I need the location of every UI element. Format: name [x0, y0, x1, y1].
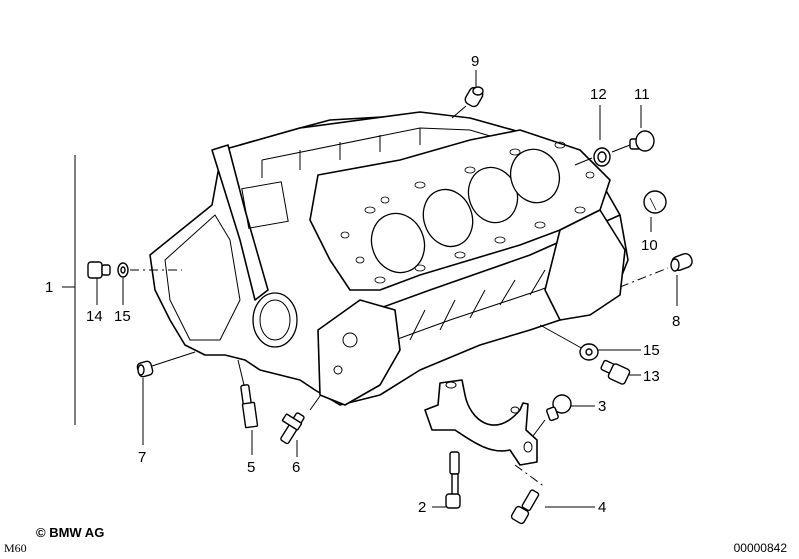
part-6-stud[interactable] — [280, 412, 305, 445]
leader-lines — [62, 70, 678, 508]
part-14-plug[interactable] — [87, 261, 111, 279]
callout-15-right[interactable]: 15 — [643, 342, 660, 359]
callout-labels: 1 2 3 4 5 6 7 8 9 10 11 12 13 14 15 15 — [45, 53, 680, 516]
part-5-stud[interactable] — [240, 384, 259, 429]
part-10-plug[interactable] — [643, 190, 667, 214]
part-15-washer[interactable] — [117, 262, 129, 278]
part-13-screw-plug[interactable] — [600, 359, 631, 385]
part-11-screw-plug[interactable] — [629, 130, 655, 152]
callout-3[interactable]: 3 — [598, 398, 606, 415]
engine-block[interactable] — [149, 111, 629, 406]
callout-13[interactable]: 13 — [643, 368, 660, 385]
callout-12[interactable]: 12 — [590, 86, 607, 103]
callout-15-left[interactable]: 15 — [114, 308, 131, 325]
callout-6[interactable]: 6 — [292, 459, 300, 476]
part-7-sleeve[interactable] — [136, 360, 154, 378]
callout-10[interactable]: 10 — [641, 237, 658, 254]
part-8-sleeve[interactable] — [670, 252, 694, 272]
callout-1[interactable]: 1 — [45, 279, 53, 296]
part-4-bolt[interactable] — [510, 489, 540, 525]
main-bearing-cap[interactable] — [424, 379, 538, 466]
callout-5[interactable]: 5 — [247, 459, 255, 476]
diagram-number: 00000842 — [733, 541, 787, 555]
copyright-notice: © BMW AG — [36, 525, 105, 540]
part-3-bolt[interactable] — [546, 394, 572, 422]
part-15-washer-right[interactable] — [579, 343, 599, 361]
callout-14[interactable]: 14 — [86, 308, 103, 325]
callout-11[interactable]: 11 — [634, 86, 650, 103]
callout-4[interactable]: 4 — [598, 499, 606, 516]
callout-2[interactable]: 2 — [418, 499, 426, 516]
callout-9[interactable]: 9 — [471, 53, 479, 70]
part-2-bolt[interactable] — [445, 451, 461, 509]
part-9-sleeve[interactable] — [463, 86, 484, 109]
callout-7[interactable]: 7 — [138, 449, 146, 466]
model-code: M60 — [4, 541, 27, 555]
part-12-seal-ring[interactable] — [593, 147, 611, 167]
callout-8[interactable]: 8 — [672, 313, 680, 330]
